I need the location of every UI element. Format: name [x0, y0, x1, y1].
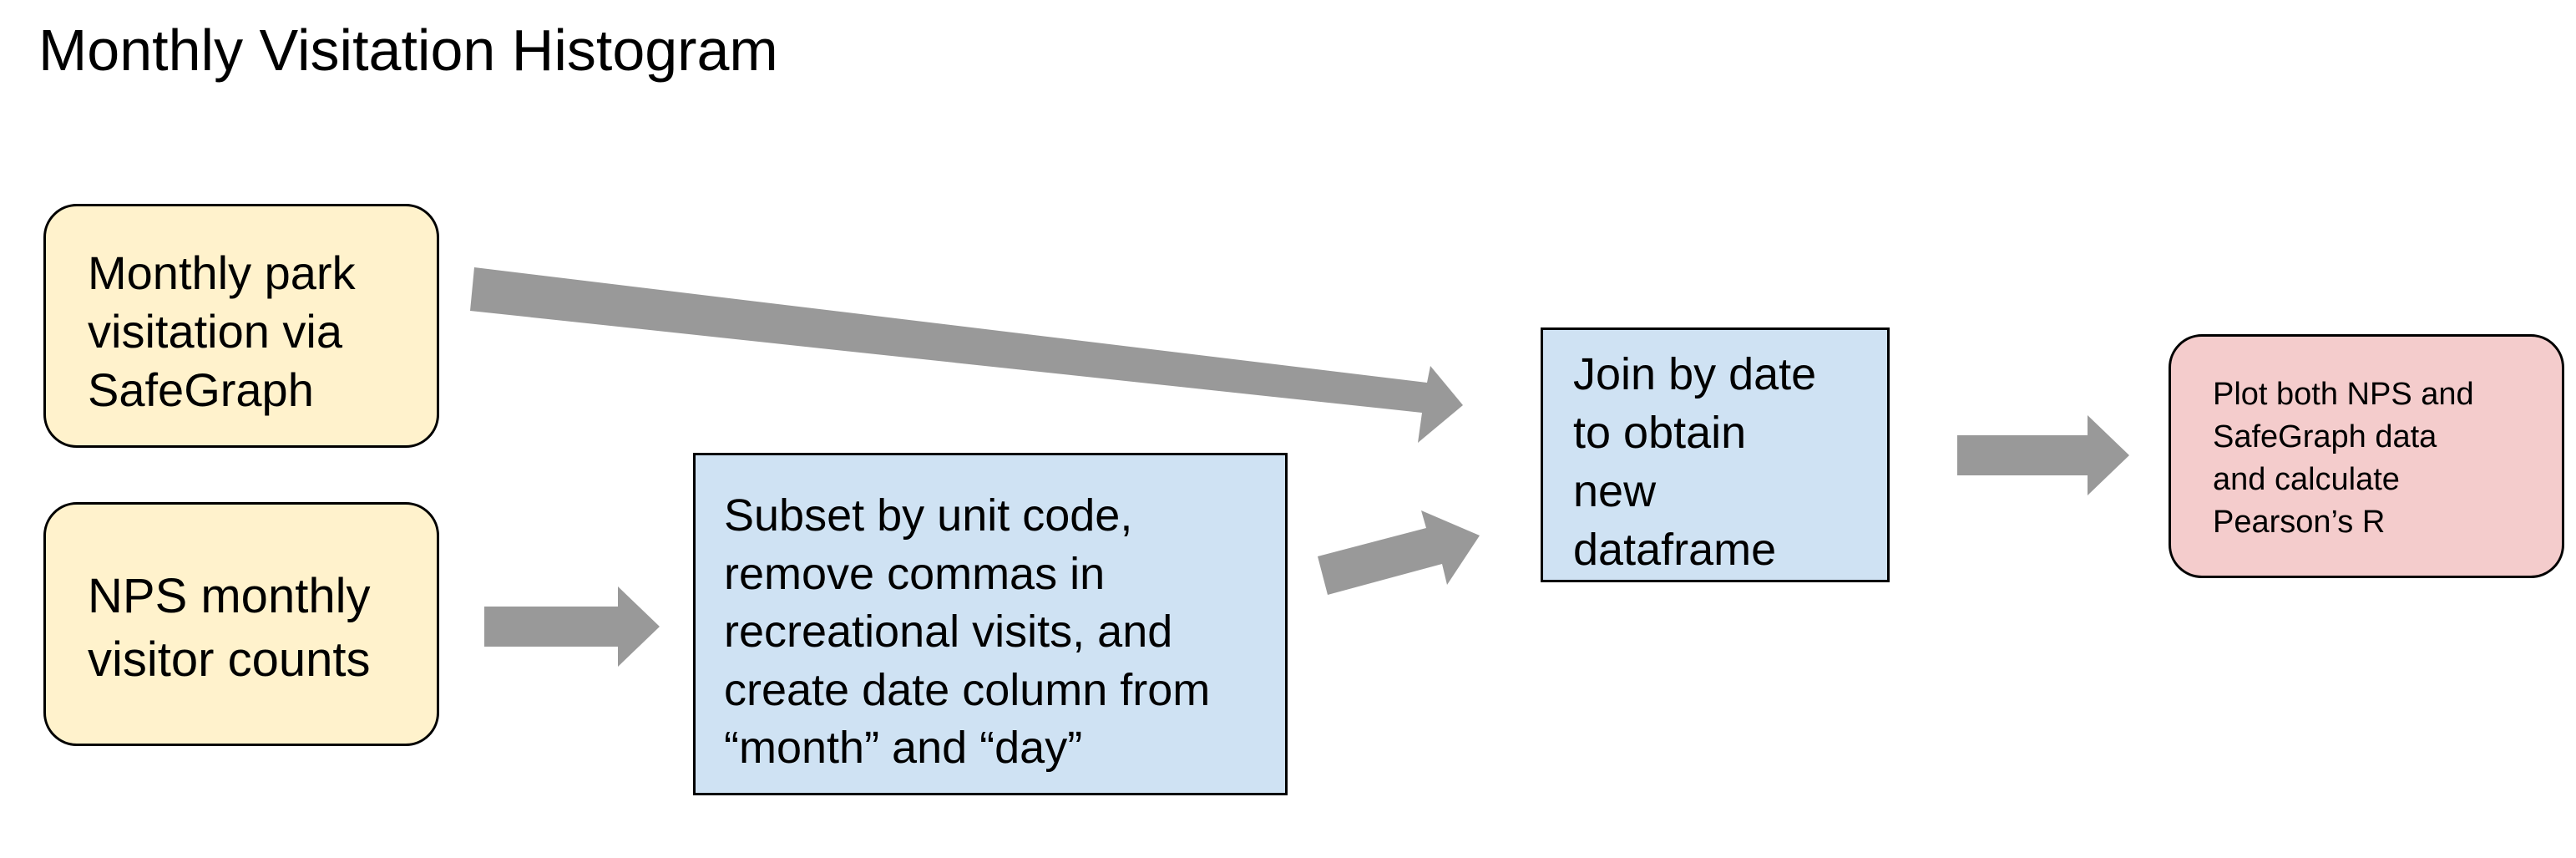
- diagram-title: Monthly Visitation Histogram: [38, 18, 778, 83]
- nps-source-node: NPS monthly visitor counts: [43, 502, 439, 746]
- plot-output-node: Plot both NPS and SafeGraph data and cal…: [2169, 334, 2564, 578]
- arrow-nps-to-subset: [484, 586, 660, 667]
- arrow-join-to-plot: [1957, 415, 2129, 495]
- nps-source-label: NPS monthly visitor counts: [88, 569, 371, 687]
- arrow-subset-to-join: [1318, 510, 1480, 595]
- safegraph-source-label: Monthly park visitation via SafeGraph: [88, 246, 356, 416]
- arrow-safegraph-to-join: [470, 267, 1463, 443]
- subset-process-label: Subset by unit code, remove commas in re…: [724, 490, 1211, 773]
- join-process-node: Join by date to obtain new dataframe: [1541, 327, 1890, 582]
- join-process-label: Join by date to obtain new dataframe: [1573, 349, 1817, 575]
- plot-output-label: Plot both NPS and SafeGraph data and cal…: [2213, 377, 2474, 540]
- safegraph-source-node: Monthly park visitation via SafeGraph: [43, 204, 439, 448]
- subset-process-node: Subset by unit code, remove commas in re…: [693, 453, 1288, 795]
